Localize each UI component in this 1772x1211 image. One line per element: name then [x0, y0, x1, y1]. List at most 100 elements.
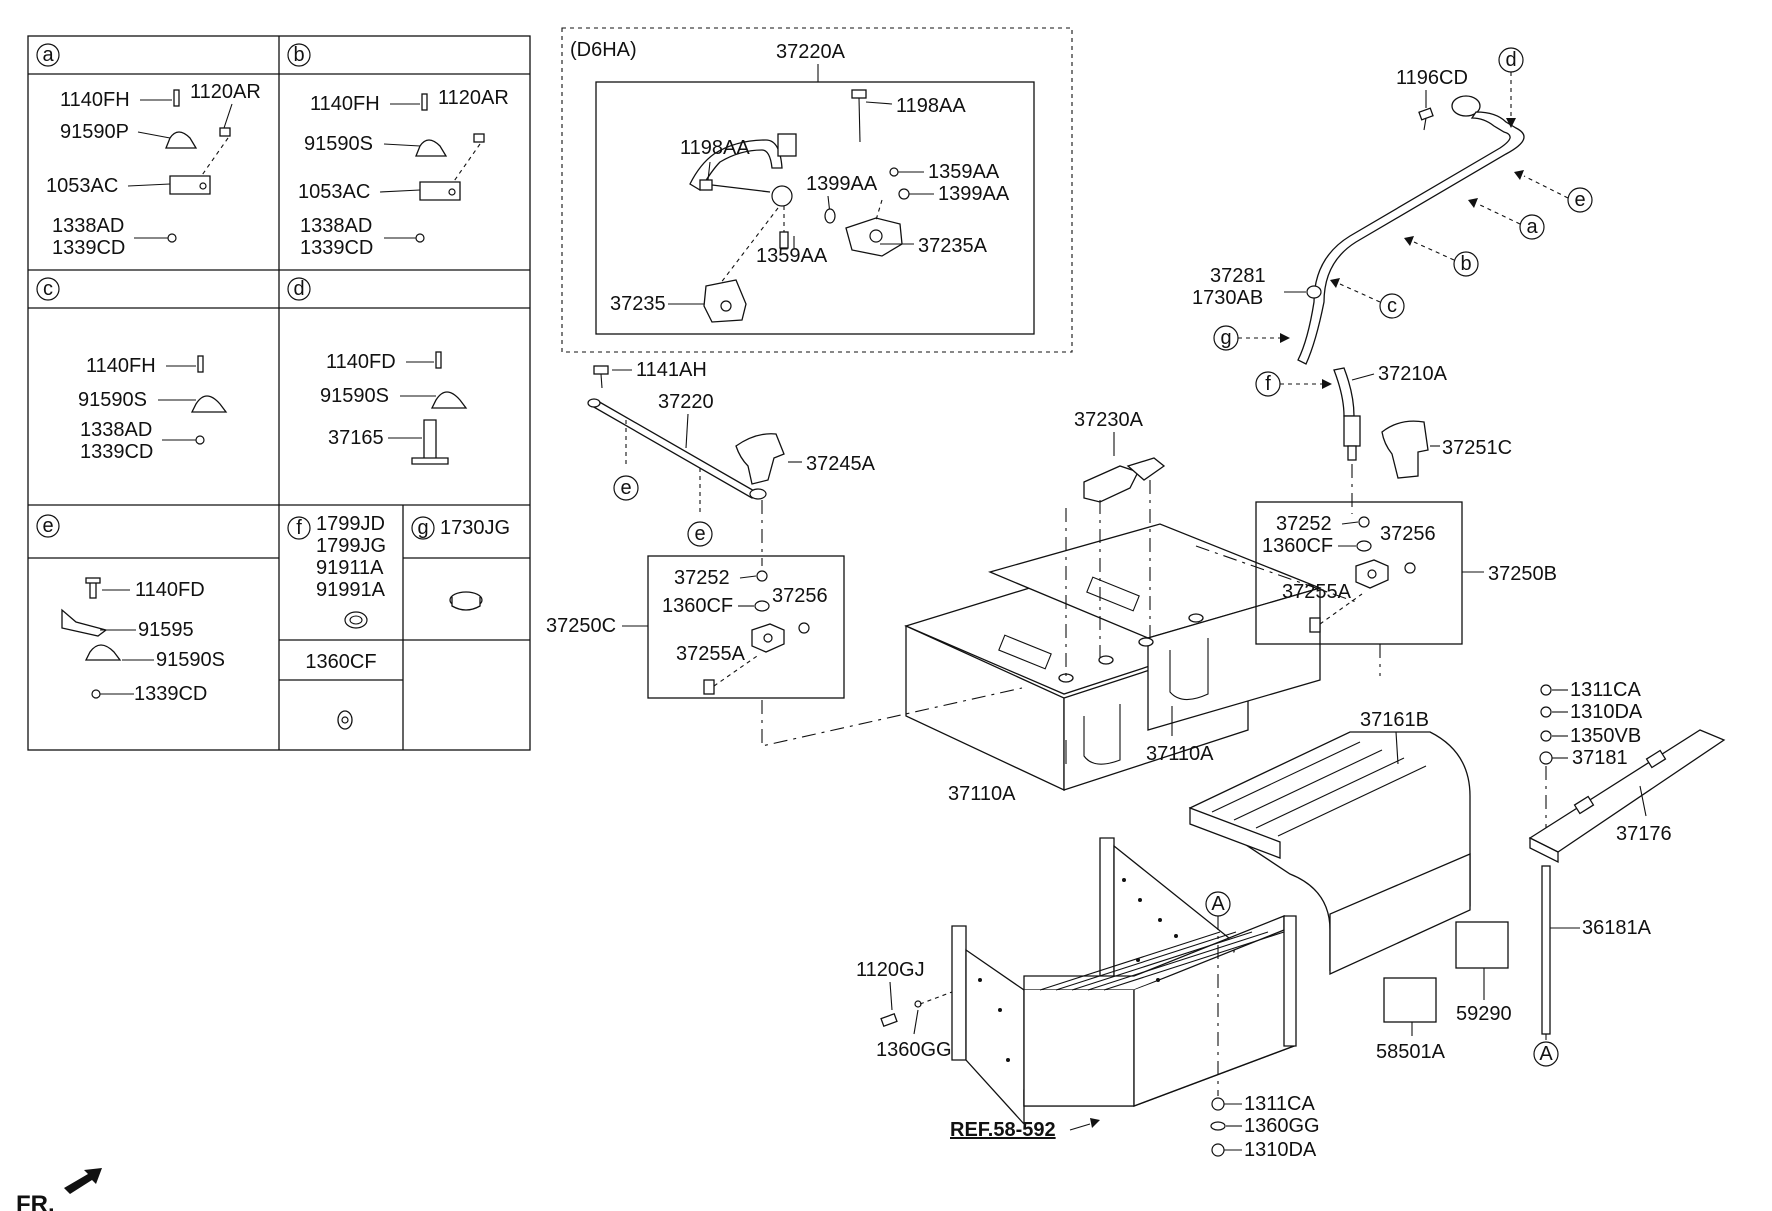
label-b-1120AR: 1120AR — [438, 87, 509, 109]
section-c: c 1140FH 91590S 1338AD 1339CD — [36, 277, 228, 463]
callout-37281: 37281 — [1210, 265, 1266, 287]
label-a-1053AC: 1053AC — [46, 175, 118, 197]
callout-REF-58-592: REF.58-592 — [950, 1119, 1056, 1141]
marker-e-3: e — [1574, 189, 1585, 211]
label-f-1799JG: 1799JG — [316, 535, 386, 557]
callout-1730AB: 1730AB — [1192, 287, 1263, 309]
battery-tray: 1120GJ 1360GG REF.58-592 A 1311CA 1360GG… — [856, 837, 1320, 1161]
label-c-1339CD: 1339CD — [80, 441, 153, 463]
terminal-box-37250B: 37250B 37252 1360CF 37256 37255A — [1255, 501, 1557, 676]
cable-37220: 1141AH 37220 e e 37245A — [587, 359, 876, 566]
section-c-marker: c — [43, 278, 53, 300]
front-arrow-icon — [64, 1168, 102, 1194]
marker-d: d — [1505, 49, 1516, 71]
section-g: g 1730JG — [411, 516, 510, 611]
section-b-marker: b — [293, 44, 304, 66]
callout-59290: 59290 — [1456, 1003, 1512, 1025]
section-d-marker: d — [293, 278, 304, 300]
callout-36181A: 36181A — [1582, 917, 1652, 939]
inset-1198AA-top: 1198AA — [896, 95, 966, 117]
callout-37210A: 37210A — [1378, 363, 1448, 385]
callout-37181: 37181 — [1572, 747, 1628, 769]
inset-1198AA-left: 1198AA — [680, 137, 750, 159]
label-d-1140FD: 1140FD — [326, 351, 396, 373]
callout-37161B: 37161B — [1360, 709, 1429, 731]
callout-37245A: 37245A — [806, 453, 876, 475]
front-direction-indicator: FR. — [16, 1168, 102, 1211]
callout-1141AH: 1141AH — [636, 359, 707, 381]
inset-1359AA-bottom: 1359AA — [756, 245, 828, 267]
marker-g-diagram: g — [1220, 327, 1231, 349]
cable-37210A: 1196CD 37281 1730AB 37210A 37251C d e a — [1192, 47, 1593, 514]
label-d-37165: 37165 — [328, 427, 384, 449]
battery-pair: 37230A 37110A 37110A — [761, 409, 1357, 805]
callout-1120GJ: 1120GJ — [856, 959, 925, 981]
inset-title-37220A: 37220A — [776, 41, 846, 63]
callout-37252-right: 37252 — [1276, 513, 1332, 535]
callout-1360GG-bottom: 1360GG — [1244, 1115, 1320, 1137]
callout-37256-right: 37256 — [1380, 523, 1436, 545]
label-b-1140FH: 1140FH — [310, 93, 380, 115]
section-a: a 1140FH 1120AR 91590P 1053AC 1338AD 133… — [36, 43, 261, 259]
marker-a-diagram: a — [1526, 216, 1538, 238]
label-f-91911A: 91911A — [316, 557, 384, 579]
label-b-1053AC: 1053AC — [298, 181, 370, 203]
front-label: FR. — [16, 1191, 55, 1211]
terminal-box-37250C: 37250C 37252 1360CF 37256 37255A — [546, 555, 845, 699]
callout-37110A-front: 37110A — [948, 783, 1016, 805]
label-f-91991A: 91991A — [316, 579, 386, 601]
callout-37250C: 37250C — [546, 615, 616, 637]
callout-37256-left: 37256 — [772, 585, 828, 607]
section-e-marker: e — [42, 515, 53, 537]
inset-37235: 37235 — [610, 293, 666, 315]
label-e-1339CD: 1339CD — [134, 683, 207, 705]
callout-37255A-right: 37255A — [1282, 581, 1352, 603]
callout-37230A: 37230A — [1074, 409, 1144, 431]
label-e-91595: 91595 — [138, 619, 194, 641]
label-c-91590S: 91590S — [78, 389, 147, 411]
callout-1310DA-bottom: 1310DA — [1244, 1139, 1317, 1161]
callout-1311CA-top: 1311CA — [1570, 679, 1641, 701]
d6ha-inset: (D6HA) 37220A 1198AA 1198AA 1399AA 1359A… — [561, 27, 1073, 353]
callout-1196CD: 1196CD — [1396, 67, 1468, 89]
section-f-marker: f — [296, 517, 302, 539]
section-g-marker: g — [417, 517, 428, 539]
marker-c-diagram: c — [1387, 295, 1397, 317]
label-e-91590S: 91590S — [156, 649, 225, 671]
label-c-1338AD: 1338AD — [80, 419, 152, 441]
bracket-37176: 1311CA 1310DA 1350VB 37181 37176 36181A … — [1528, 679, 1726, 1067]
label-d-91590S: 91590S — [320, 385, 389, 407]
label-a-1339CD: 1339CD — [52, 237, 125, 259]
callout-37220: 37220 — [658, 391, 714, 413]
callout-1360CF-right: 1360CF — [1262, 535, 1333, 557]
inset-37235A: 37235A — [918, 235, 988, 257]
marker-e-1: e — [620, 477, 631, 499]
label-b-1339CD: 1339CD — [300, 237, 373, 259]
label-b-91590S: 91590S — [304, 133, 373, 155]
section-d: d 1140FD 91590S 37165 — [287, 277, 468, 465]
callout-1360GG-left: 1360GG — [876, 1039, 952, 1061]
callout-58501A: 58501A — [1376, 1041, 1446, 1063]
marker-A-right: A — [1539, 1043, 1553, 1065]
inset-1399AA-mid: 1399AA — [806, 173, 878, 195]
label-b-1338AD: 1338AD — [300, 215, 372, 237]
callout-1311CA-bottom: 1311CA — [1244, 1093, 1315, 1115]
marker-A-middle: A — [1211, 893, 1225, 915]
marker-e-2: e — [694, 523, 705, 545]
callout-1310DA-top: 1310DA — [1570, 701, 1643, 723]
marker-b-diagram: b — [1460, 253, 1471, 275]
label-f-1799JD: 1799JD — [316, 513, 385, 535]
label-a-1140FH: 1140FH — [60, 89, 130, 111]
callout-1350VB: 1350VB — [1570, 725, 1641, 747]
label-h-1360CF: 1360CF — [305, 651, 376, 673]
section-e: e 1140FD 91595 91590S 1339CD — [36, 514, 225, 705]
label-a-91590P: 91590P — [60, 121, 129, 143]
battery-cover-37161B: 37161B 58501A 59290 — [1188, 709, 1512, 1063]
section-b: b 1140FH 1120AR 91590S 1053AC 1338AD 133… — [287, 43, 509, 259]
label-a-1338AD: 1338AD — [52, 215, 124, 237]
label-a-1120AR: 1120AR — [190, 81, 261, 103]
reference-table — [27, 35, 531, 751]
inset-variant: (D6HA) — [570, 39, 637, 61]
callout-37176: 37176 — [1616, 823, 1672, 845]
